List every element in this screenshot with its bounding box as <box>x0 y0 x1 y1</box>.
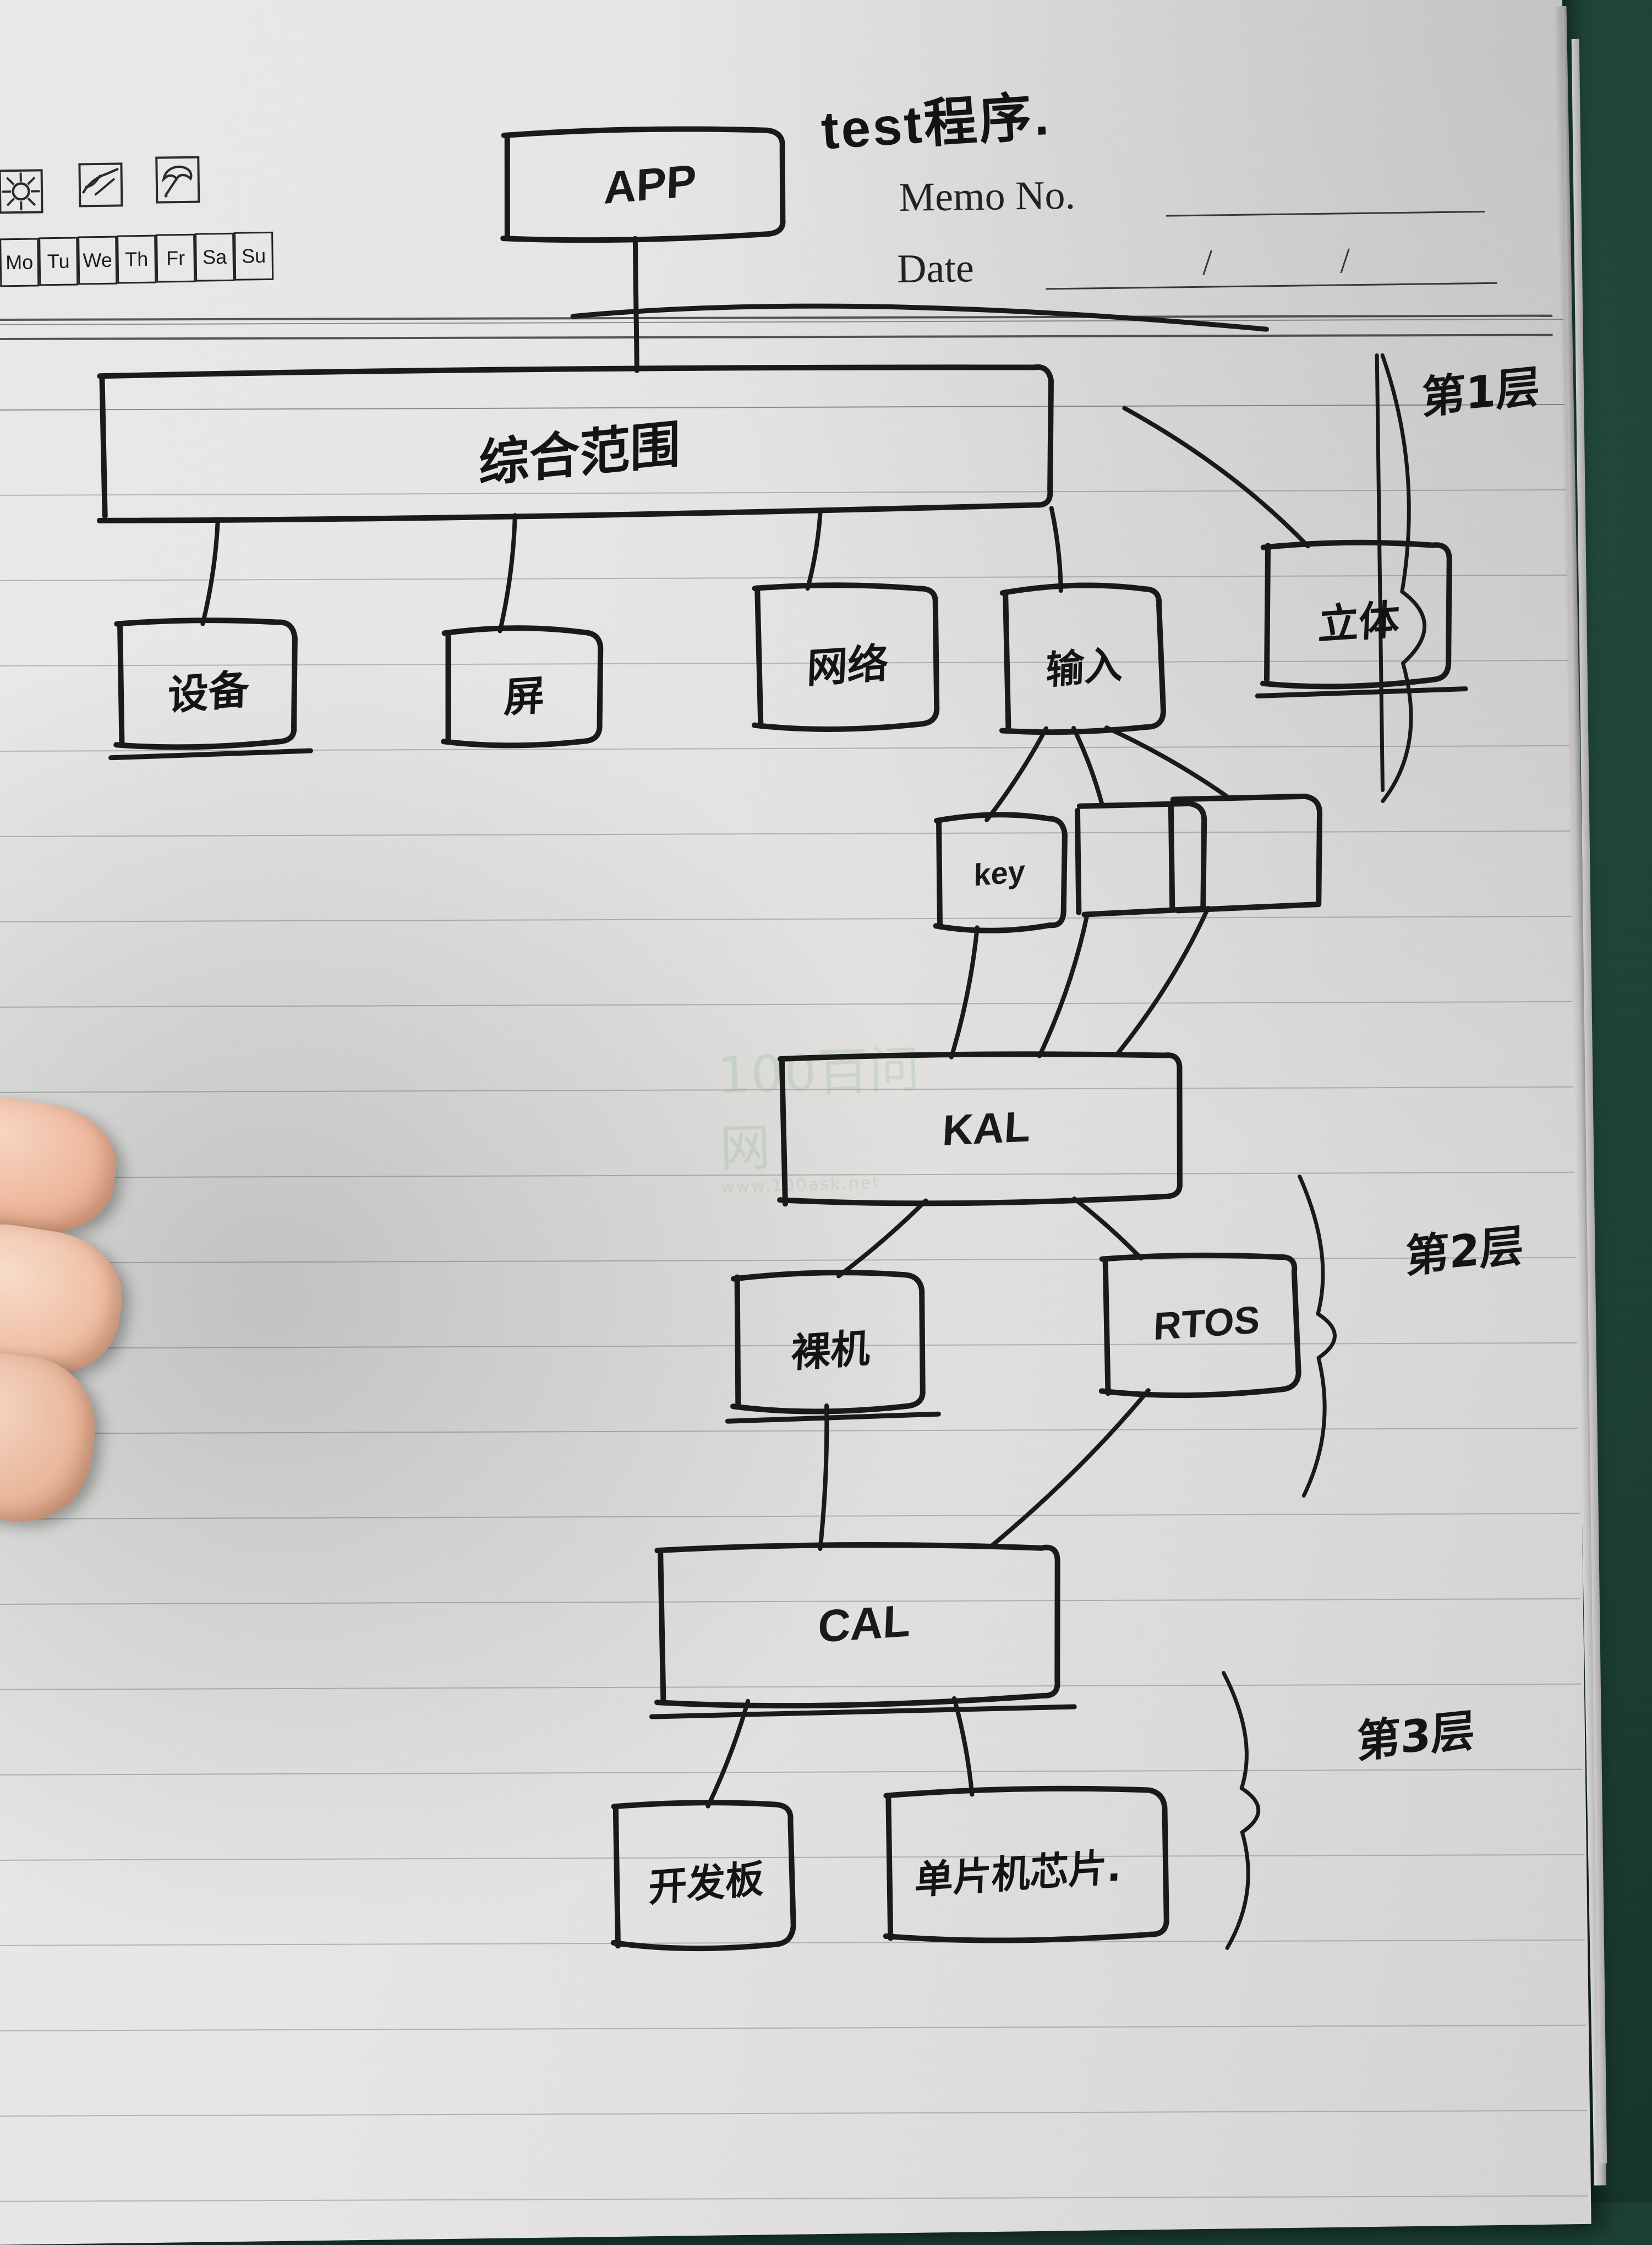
ink-stroke <box>111 751 310 758</box>
title-chinese: 程序 <box>922 86 1036 155</box>
layer-label-layer2: 第2层 <box>1405 1210 1524 1286</box>
ink-stroke <box>1377 356 1382 790</box>
layer-label-layer3: 第3层 <box>1356 1695 1475 1771</box>
ink-stroke <box>838 1200 927 1276</box>
node-label-bare: 裸机 <box>790 1315 872 1378</box>
ink-stroke <box>950 927 979 1057</box>
ink-stroke <box>1124 406 1308 548</box>
node-label-kal: KAL <box>941 1101 1032 1156</box>
ink-stroke <box>1171 796 1321 911</box>
node-label-device: 设备 <box>167 656 250 722</box>
node-label-network: 网络 <box>806 630 890 695</box>
node-label-app: APP <box>603 155 697 214</box>
node-label-font: 立体 <box>1317 586 1401 651</box>
ink-stroke <box>1114 908 1210 1055</box>
node-label-screen: 屏 <box>503 662 546 724</box>
node-label-board: 开发板 <box>648 1848 764 1913</box>
ink-stroke <box>1223 1673 1260 1948</box>
layer-label-layer1: 第1层 <box>1421 351 1540 427</box>
ink-stroke <box>1300 1176 1337 1496</box>
ink-stroke <box>1257 689 1465 696</box>
node-label-input: 输入 <box>1046 633 1124 696</box>
ink-stroke <box>652 1707 1074 1717</box>
ink-stroke <box>986 729 1047 820</box>
title-latin: test <box>819 95 926 161</box>
ink-stroke <box>989 1390 1151 1547</box>
node-label-key: key <box>973 853 1026 893</box>
ink-stroke <box>1377 355 1427 801</box>
ink-stroke <box>1074 1198 1141 1259</box>
handwritten-title: test程序. <box>818 73 1053 165</box>
node-label-cal: CAL <box>817 1595 911 1653</box>
handdrawn-diagram-ink <box>0 0 1644 2197</box>
node-label-rtos: RTOS <box>1152 1297 1260 1348</box>
ink-stroke <box>635 238 637 370</box>
ink-stroke <box>1107 726 1229 799</box>
ink-stroke <box>818 1406 828 1549</box>
ink-stroke <box>573 300 1267 338</box>
ink-stroke <box>1077 804 1206 915</box>
ink-stroke <box>499 515 517 631</box>
ink-stroke <box>1052 508 1061 591</box>
ink-stroke <box>807 511 822 588</box>
ink-stroke <box>201 519 219 624</box>
ink-stroke <box>1037 915 1088 1056</box>
ink-stroke <box>1074 728 1102 805</box>
ink-stroke <box>727 1414 938 1421</box>
ink-stroke <box>954 1698 972 1794</box>
